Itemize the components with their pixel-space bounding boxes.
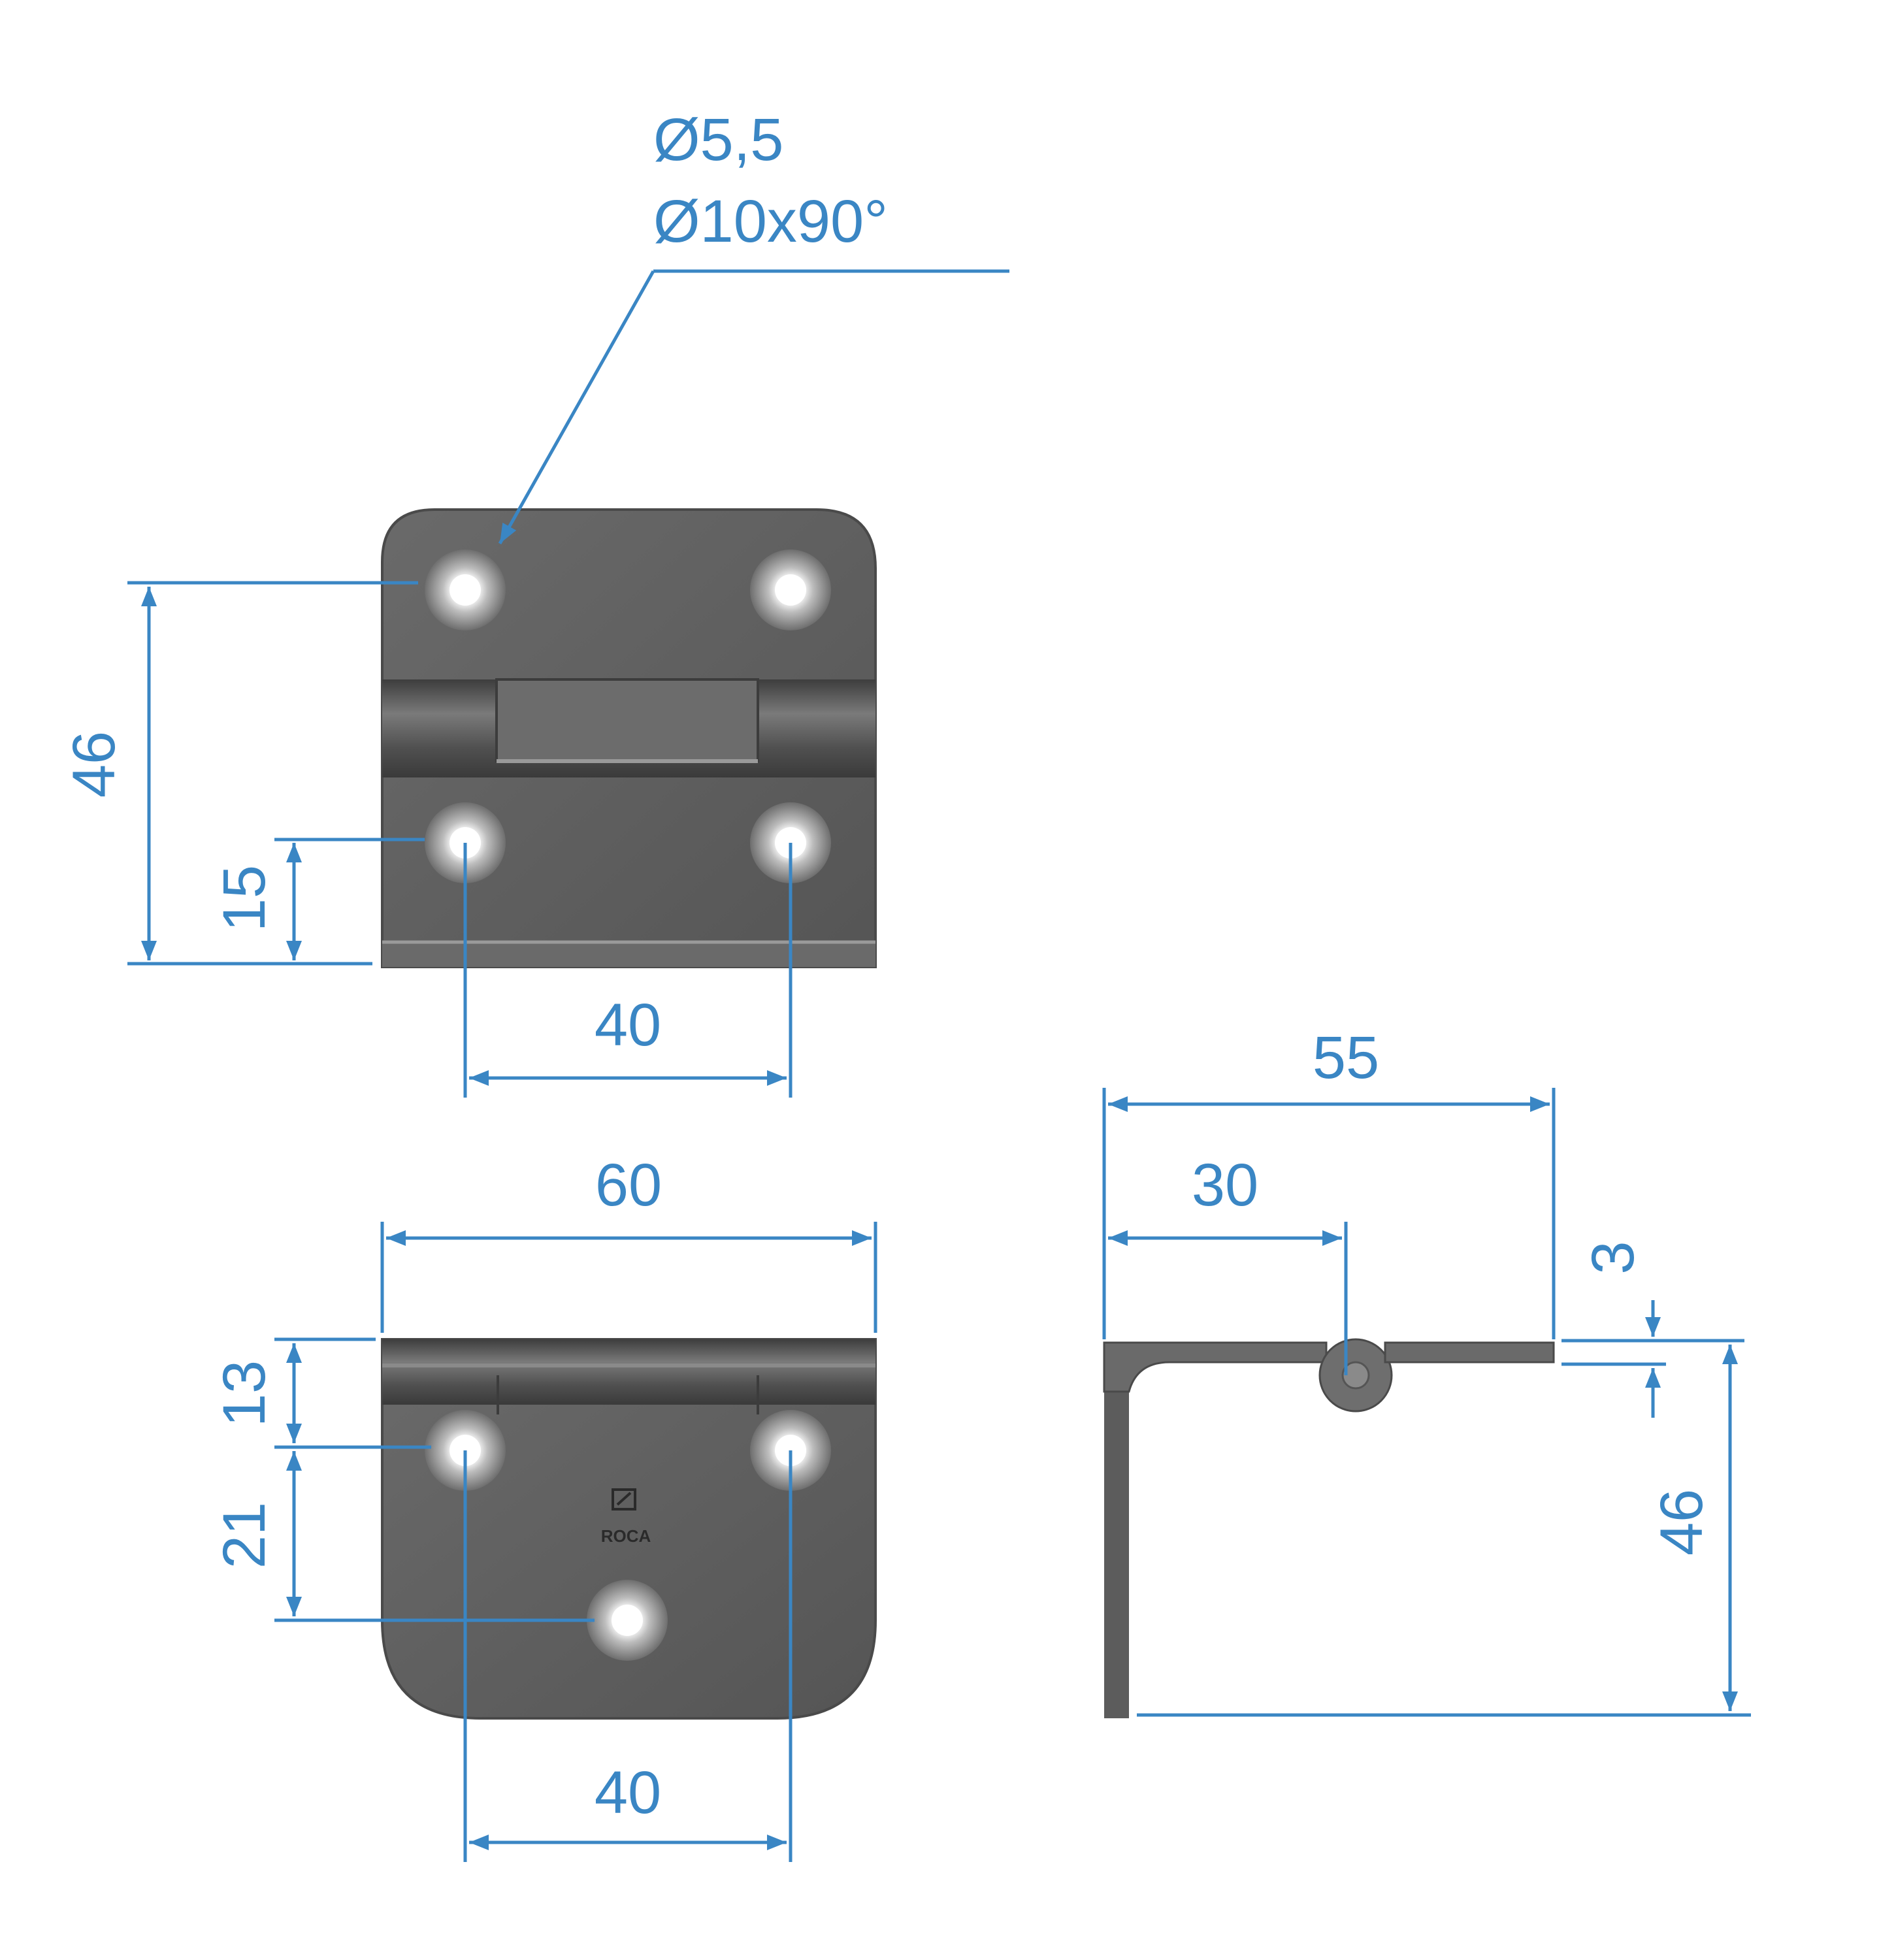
side-horizontal-leg-left — [1103, 1341, 1328, 1393]
bottom-spacing-label: 40 — [595, 1759, 661, 1826]
top-spacing-label: 40 — [595, 992, 661, 1058]
bottom-width-label: 60 — [595, 1152, 662, 1218]
bottom-knuckle-label: 13 — [211, 1360, 278, 1427]
callout-hole-diameter: Ø5,5 — [653, 106, 783, 173]
bottom-knuckle-band — [382, 1339, 875, 1405]
top-hole-top-left — [425, 549, 506, 630]
bottom-plate — [381, 1338, 877, 1720]
side-pin — [1341, 1361, 1370, 1390]
top-knuckle-center — [495, 678, 759, 762]
logo-text: ROCA — [601, 1526, 651, 1546]
side-vertical-leg — [1104, 1343, 1129, 1718]
top-height-label: 46 — [61, 731, 127, 798]
top-plate-bottom-edge — [382, 941, 875, 967]
roca-logo: ROCA — [601, 1488, 651, 1546]
callout-leader-line — [498, 270, 655, 545]
side-horizontal-leg-right — [1384, 1341, 1555, 1364]
side-height-label: 46 — [1648, 1489, 1715, 1556]
side-thickness-label: 3 — [1580, 1241, 1646, 1274]
bottom-row-label: 21 — [211, 1502, 278, 1569]
bottom-hole-center — [587, 1580, 668, 1661]
top-offset-label: 15 — [211, 865, 278, 932]
top-view: Ø5,5 Ø10x90° 46 15 40 — [61, 106, 1009, 1098]
side-width-label: 55 — [1313, 1024, 1379, 1091]
side-pin-label: 30 — [1192, 1152, 1258, 1218]
callout-countersink: Ø10x90° — [653, 188, 888, 255]
bottom-view: ROCA 60 13 21 40 — [211, 1152, 877, 1862]
top-hole-top-right — [750, 549, 831, 630]
side-view: 55 30 3 46 — [1102, 1024, 1751, 1718]
